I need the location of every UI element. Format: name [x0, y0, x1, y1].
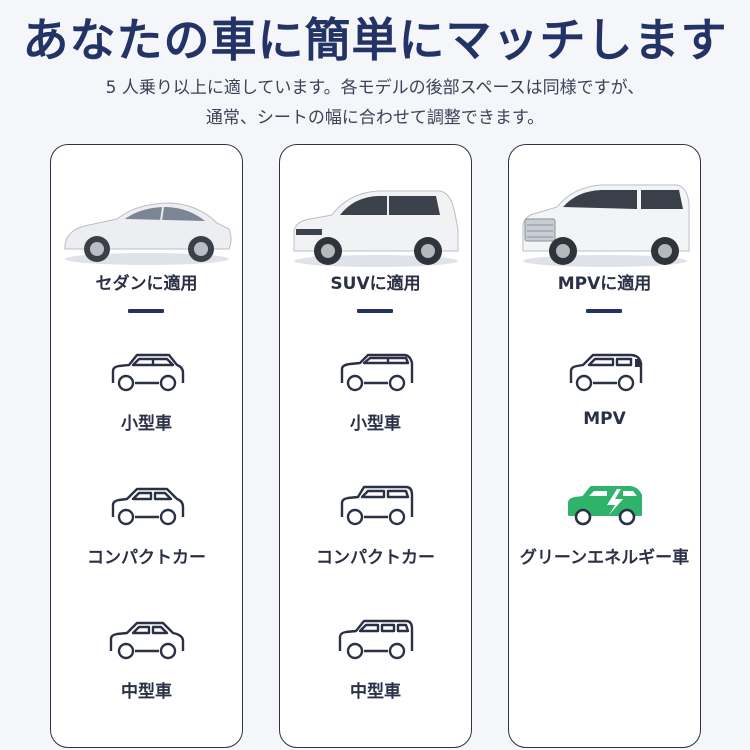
- item-label: コンパクトカー: [316, 548, 435, 568]
- page-title: あなたの車に簡単にマッチします: [22, 13, 728, 67]
- list-item: 中型車: [280, 615, 471, 702]
- item-label: 小型車: [350, 414, 401, 434]
- accent-dash: [586, 309, 622, 313]
- item-label: 中型車: [121, 682, 172, 702]
- card-title: セダンに適用: [95, 274, 198, 294]
- list-item: 小型車: [51, 347, 242, 434]
- item-label: 中型車: [350, 682, 401, 702]
- list-item: コンパクトカー: [51, 481, 242, 568]
- suv-card: SUVに適用 小型車 コンパクトカー 中型車: [279, 144, 472, 748]
- card-title: MPVに適用: [557, 274, 652, 294]
- mpv-photo: [522, 184, 690, 267]
- suv-photo: [293, 190, 459, 267]
- midsize-suv-icon: [338, 619, 413, 660]
- card-title: SUVに適用: [330, 274, 421, 294]
- accent-dash: [357, 309, 393, 313]
- item-label: MPV: [583, 409, 626, 429]
- small-suv-icon: [340, 353, 413, 392]
- subtitle-line-2: 通常、シートの幅に合わせて調整できます。: [205, 108, 545, 128]
- midsize-car-icon: [109, 621, 184, 660]
- list-item: コンパクトカー: [280, 481, 471, 568]
- list-item: 小型車: [280, 347, 471, 434]
- sedan-photo: [64, 202, 232, 265]
- list-item: グリーンエネルギー車: [509, 481, 700, 568]
- green-energy-car-icon: [567, 486, 642, 526]
- subtitle-line-1: 5 人乗り以上に適しています。各モデルの後部スペースは同様ですが、: [105, 78, 645, 98]
- item-label: コンパクトカー: [87, 548, 206, 568]
- list-item: MPV: [509, 347, 700, 429]
- item-label: 小型車: [121, 414, 172, 434]
- list-item: 中型車: [51, 615, 242, 702]
- accent-dash: [128, 309, 164, 313]
- compact-suv-icon: [340, 485, 413, 526]
- mpv-card: MPVに適用 MPV グリーンエネルギー車: [508, 144, 701, 748]
- compact-car-icon: [111, 487, 184, 526]
- small-car-icon: [111, 353, 184, 392]
- item-label: グリーンエネルギー車: [519, 548, 690, 568]
- mpv-icon: [569, 353, 642, 392]
- sedan-card: セダンに適用 小型車 コンパクトカー 中型車: [50, 144, 243, 748]
